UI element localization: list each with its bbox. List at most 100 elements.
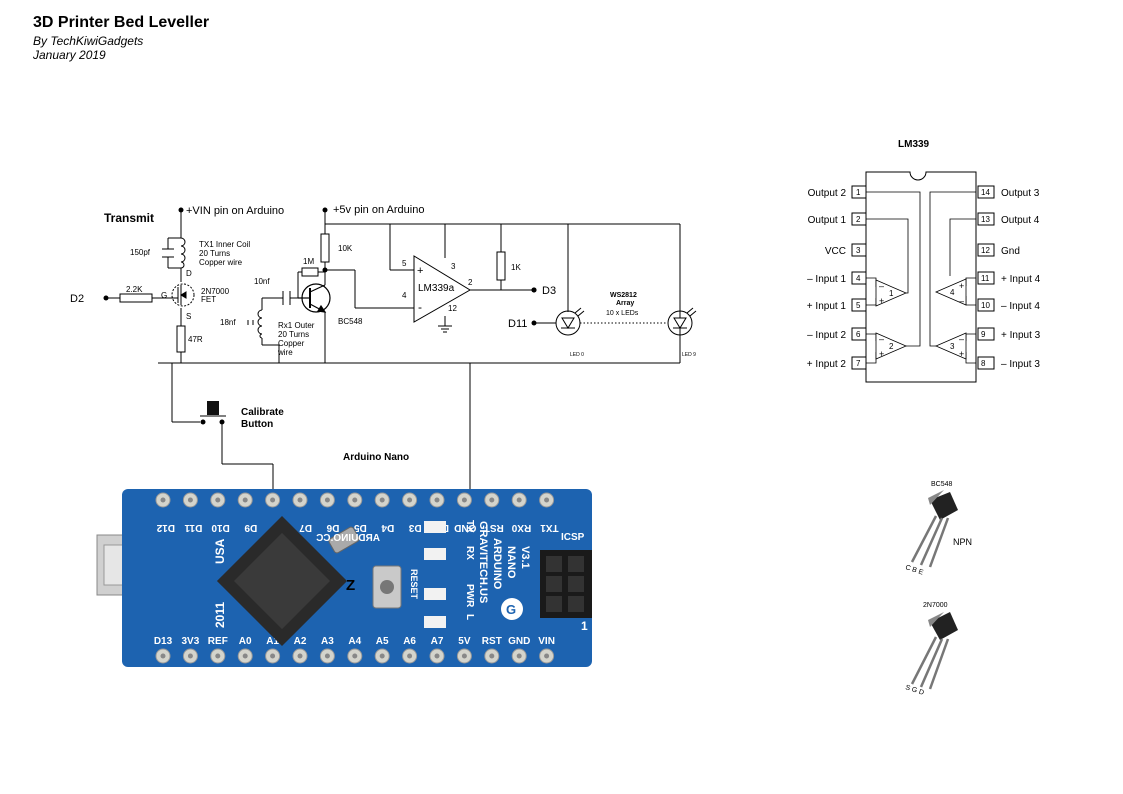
- resistor-2k2: [119, 293, 153, 303]
- schematic-labels: Transmit +VIN pin on Arduino +5v pin on …: [70, 204, 696, 463]
- pin-2-label: 2: [468, 278, 473, 287]
- header-pin-hole: [160, 497, 166, 503]
- board-bottom-pin-label: A1: [266, 636, 279, 647]
- lm339-left-label: + Input 2: [807, 359, 847, 370]
- led-count-label: 10 x LEDs: [606, 310, 639, 317]
- board-bottom-pin-label: A0: [239, 636, 252, 647]
- lm339-amp-3-label: 3: [950, 342, 955, 351]
- lm339-title: LM339: [898, 139, 930, 150]
- header-pin-hole: [242, 497, 248, 503]
- board-model-label-3: V3.1: [519, 546, 531, 569]
- header-pin-hole: [379, 497, 385, 503]
- svg-text:–: –: [959, 296, 964, 306]
- board-bottom-pin-label: D13: [154, 636, 173, 647]
- fet-model-label: 2N7000: [201, 287, 230, 296]
- header-pin-hole: [544, 497, 550, 503]
- lm339-pin-number: 6: [856, 330, 861, 339]
- board-z-mark: Z: [346, 577, 355, 594]
- header-pin-hole: [297, 497, 303, 503]
- resistor-1m: [301, 267, 319, 277]
- header-pin-hole: [215, 497, 221, 503]
- header-pin-hole: [407, 653, 413, 659]
- tx1-label-2: 20 Turns: [199, 249, 230, 258]
- board-top-pin-label: D12: [156, 522, 175, 533]
- board-top-pin-label: D3: [408, 522, 421, 533]
- resistor-1k-label: 1K: [511, 263, 521, 272]
- board-icsp-label: ICSP: [561, 532, 585, 543]
- lm339-pin-box: [977, 271, 995, 285]
- header-pin-hole: [324, 497, 330, 503]
- svg-text:–: –: [959, 334, 964, 344]
- lm339-pin-number: 2: [856, 215, 861, 224]
- board-year-label: 2011: [213, 602, 227, 628]
- board-pwr-label: PWR: [464, 584, 475, 608]
- svg-text:–: –: [879, 281, 884, 291]
- lm339-pin-number: 10: [981, 301, 990, 310]
- board-top-pin-label: TX1: [540, 522, 559, 533]
- svg-text:+: +: [959, 349, 964, 359]
- lm339-left-label: – Input 2: [807, 330, 846, 341]
- header-pin-hole: [324, 653, 330, 659]
- pin-4-label: 4: [402, 291, 407, 300]
- gate-label: G: [161, 291, 167, 300]
- board-reset-label: RESET: [409, 569, 419, 600]
- d3-terminal: [531, 287, 537, 293]
- lm339-right-label: Output 4: [1001, 215, 1040, 226]
- d2-label: D2: [70, 293, 84, 305]
- resistor-47r: [176, 325, 186, 353]
- capacitor-10nf: [282, 291, 291, 305]
- resistor-47r-label: 47R: [188, 335, 203, 344]
- transistor-bc548-symbol: [298, 283, 331, 313]
- lm339-amp-4: [934, 278, 967, 306]
- board-top-pin-label: D7: [299, 522, 312, 533]
- header-pin-hole: [461, 653, 467, 659]
- board-brand-label: ARDUINO.CC: [316, 533, 380, 544]
- header-pin-hole: [297, 653, 303, 659]
- rx1-label-3: Copper: [278, 339, 305, 348]
- vin-label: +VIN pin on Arduino: [186, 205, 284, 217]
- header-pin-hole: [187, 497, 193, 503]
- resistor-10k-label: 10K: [338, 244, 353, 253]
- lm339-pin-box: [977, 298, 995, 312]
- board-bottom-pin-label: REF: [208, 636, 228, 647]
- board-top-pin-label: D10: [211, 522, 230, 533]
- source-label: S: [186, 312, 191, 321]
- lm339-left-label: + Input 1: [807, 301, 847, 312]
- lm339-pin-number: 11: [981, 274, 990, 283]
- header-pin-hole: [434, 653, 440, 659]
- board-bottom-pin-label: RST: [482, 636, 502, 647]
- outer-coil-rx1: [247, 309, 263, 339]
- lm339-left-label: VCC: [825, 246, 846, 257]
- inner-coil-tx1: [180, 237, 186, 269]
- d3-label: D3: [542, 285, 556, 297]
- board-top-pin-label: D11: [184, 522, 202, 533]
- header-pin-hole: [270, 653, 276, 659]
- lm339-pin-number: 7: [856, 359, 861, 368]
- pin-12-label: 12: [448, 304, 457, 313]
- svg-text:+: +: [879, 349, 884, 359]
- board-bottom-pin-label: A5: [376, 636, 389, 647]
- arduino-nano-label: Arduino Nano: [343, 452, 409, 463]
- ws2812-label: WS2812: [610, 292, 637, 299]
- lm339-pin-box: [977, 212, 995, 226]
- board-bottom-pin-label: 5V: [458, 636, 471, 647]
- board-usa-label: USA: [213, 538, 227, 564]
- lm339a-label: LM339a: [418, 283, 455, 294]
- inverting-input-label: -: [418, 300, 422, 314]
- header-pin-hole: [516, 497, 522, 503]
- board-top-pin-label: D5: [354, 522, 367, 533]
- header-pin-hole: [160, 653, 166, 659]
- lm339-pin-number: 3: [856, 246, 861, 255]
- bc548-type-label: NPN: [953, 537, 972, 547]
- resistor-2k2-label: 2.2K: [126, 285, 143, 294]
- board-top-pin-label: GND: [454, 522, 476, 533]
- pin-3-label: 3: [451, 262, 456, 271]
- lm339-pin-number: 12: [981, 246, 990, 255]
- fet-type-label: FET: [201, 295, 216, 304]
- capacitor-150pf-label: 150pf: [130, 248, 151, 257]
- board-model-label-2: NANO: [505, 546, 517, 579]
- drain-label: D: [186, 269, 192, 278]
- header-pin-hole: [352, 497, 358, 503]
